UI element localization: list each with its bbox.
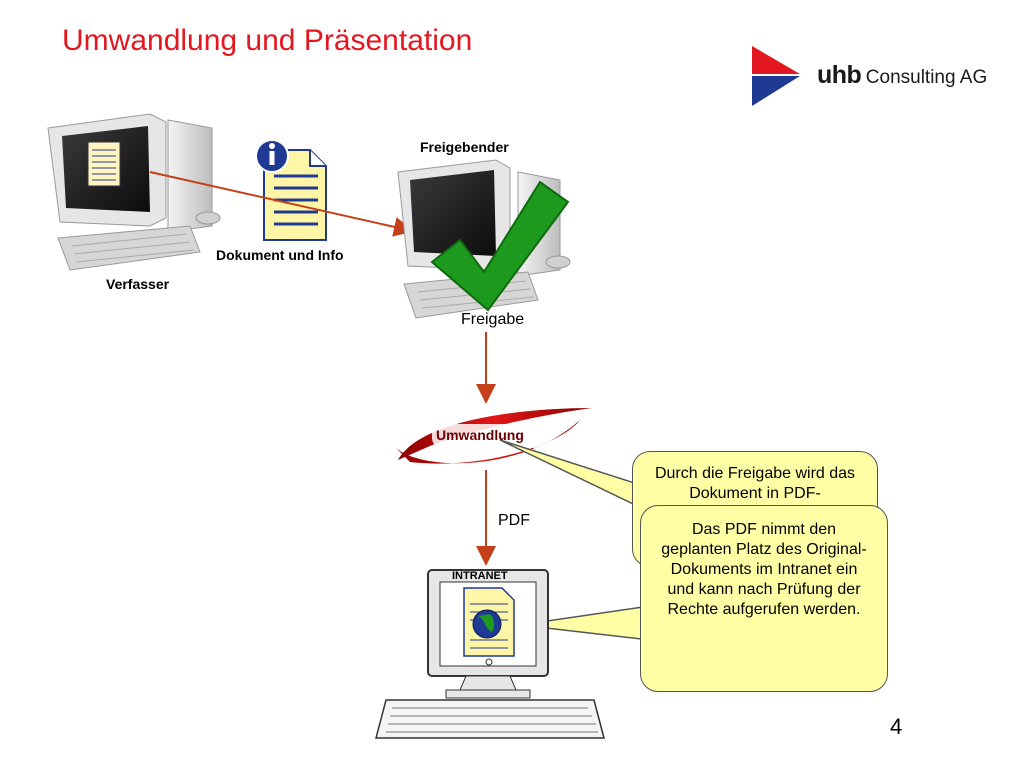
page-number: 4 — [890, 714, 903, 739]
company-logo: uhb Consulting AG — [752, 44, 1012, 108]
callout-intranet: Das PDF nimmt den geplanten Platz des Or… — [640, 505, 888, 692]
approval-label: Freigabe — [461, 311, 525, 328]
callout-pointer — [499, 439, 651, 514]
author-label: Verfasser — [106, 276, 170, 292]
pdf-label: PDF — [498, 512, 530, 529]
approver-label: Freigebender — [420, 139, 509, 155]
conversion-label: Umwandlung — [436, 427, 524, 443]
logo-mark-icon — [752, 46, 800, 106]
conversion-swoosh-icon — [396, 408, 592, 464]
document-info-label: Dokument und Info — [216, 247, 344, 263]
arrow-to-approver — [149, 171, 414, 237]
logo-brand: uhb — [817, 61, 862, 89]
keyboard-icon — [375, 699, 605, 739]
logo-wordmark: uhb Consulting AG — [817, 61, 987, 90]
callout-intranet-text: Das PDF nimmt den geplanten Platz des Or… — [661, 521, 867, 618]
callout-conversion-text: Durch die Freigabe wird das Dokument in … — [654, 465, 856, 502]
intranet-computer-icon — [427, 569, 549, 699]
author-computer-icon — [47, 113, 221, 271]
page-title: Umwandlung und Präsentation — [62, 24, 473, 57]
intranet-label: INTRANET — [452, 570, 508, 582]
logo-suffix: Consulting AG — [865, 67, 988, 88]
document-info-icon — [255, 139, 327, 241]
checkmark-icon — [430, 180, 570, 312]
